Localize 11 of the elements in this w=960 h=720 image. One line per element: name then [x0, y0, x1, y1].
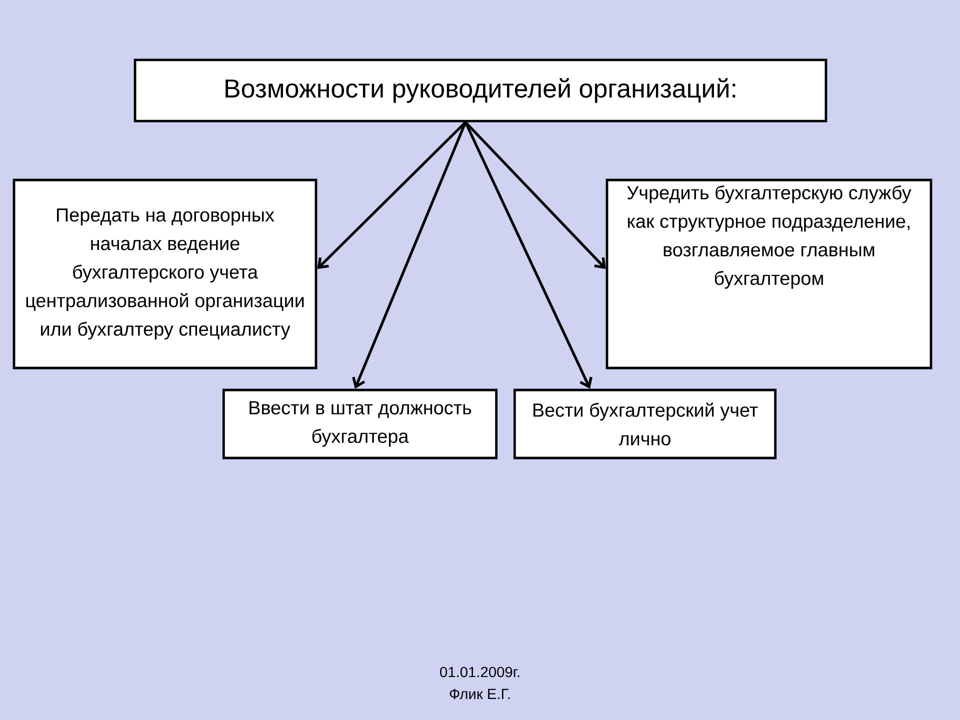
arrow — [464, 121, 606, 269]
arrow — [464, 122, 592, 389]
arrow — [352, 122, 467, 389]
option-box: Вести бухгалтерский учет лично — [513, 388, 777, 460]
footer-text: 01.01.2009г. — [440, 666, 520, 678]
title-box: Возможности руководителей организаций: — [134, 58, 828, 122]
option-box: Передать на договорных началах ведение бухгалтерского учета централизованной организации или бухгалтеру специалисту — [12, 178, 318, 370]
arrow — [317, 121, 466, 269]
option-box: Ввести в штат должность бухгалтера — [222, 388, 498, 460]
option-box: Учредить бухгалтерскую службу как структурное подразделение, возглавляемое главным бухгалтером — [606, 178, 932, 370]
footer-text: Флик Е.Г. — [450, 688, 510, 700]
